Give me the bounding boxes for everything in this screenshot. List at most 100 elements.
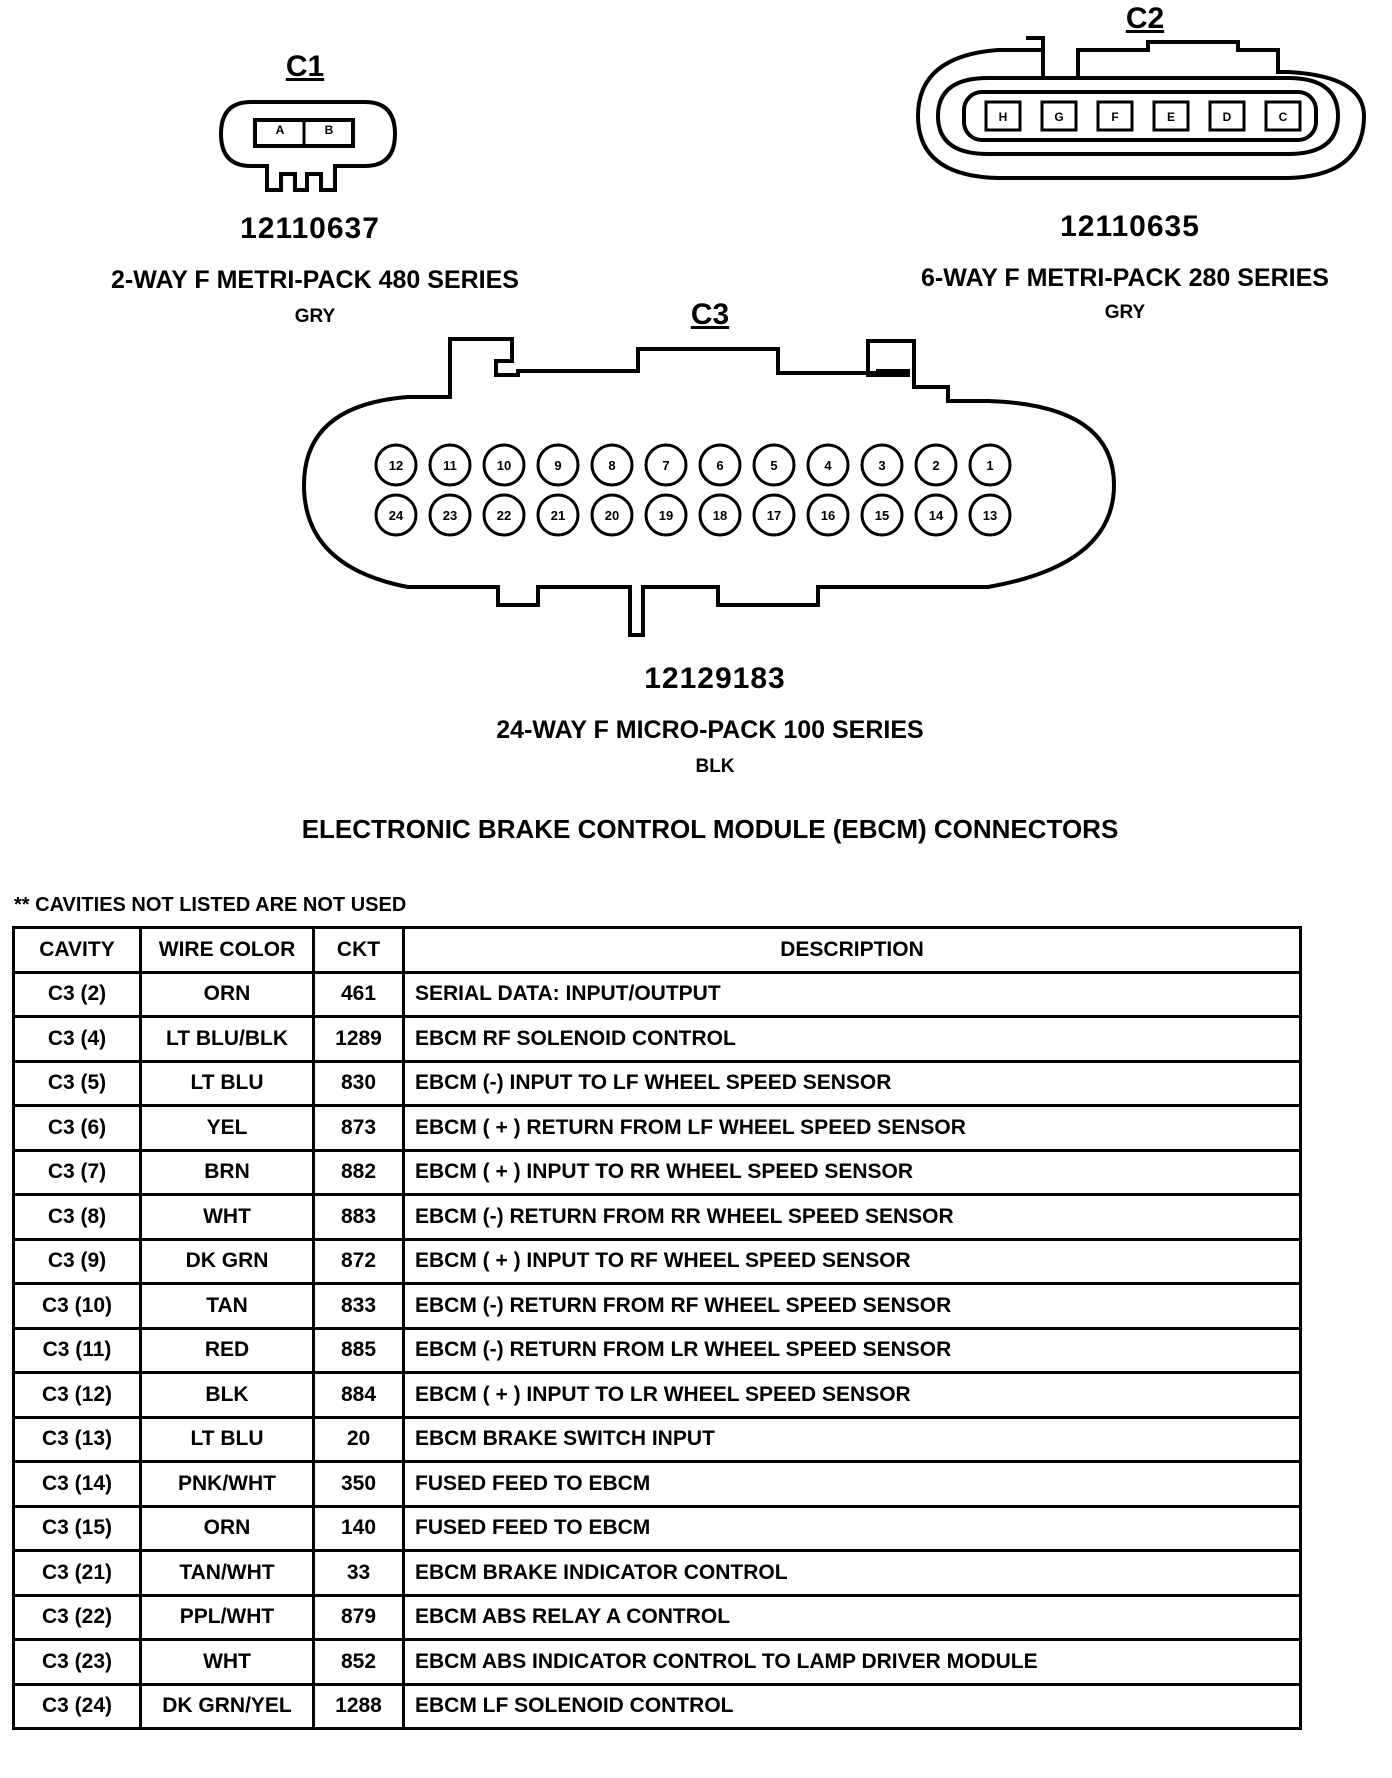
c1-pin-a: A	[275, 123, 285, 137]
c3-pin-cavity	[752, 493, 796, 537]
c3-pin-label: 14	[929, 508, 944, 523]
cell-ckt: 852	[312, 1638, 405, 1686]
c3-pin-cavity	[914, 493, 958, 537]
c1-connector-drawing	[218, 100, 398, 192]
c3-pin-cavity	[590, 443, 634, 487]
cell-cavity: C3 (22)	[12, 1593, 142, 1641]
c1-pin-b: B	[324, 123, 334, 137]
cell-description: EBCM ( + ) INPUT TO LR WHEEL SPEED SENSO…	[402, 1371, 1302, 1419]
cell-description: EBCM BRAKE SWITCH INPUT	[402, 1415, 1302, 1463]
c1-label: C1	[285, 50, 325, 83]
c3-pin-cavity	[428, 443, 472, 487]
cell-description: EBCM ( + ) INPUT TO RR WHEEL SPEED SENSO…	[402, 1148, 1302, 1196]
header-ckt: CKT	[312, 926, 405, 974]
c3-pin-label: 3	[878, 458, 885, 473]
cell-wire-color: RED	[139, 1326, 315, 1374]
c3-color: BLK	[695, 756, 735, 777]
c3-pin-label: 12	[389, 458, 403, 473]
cell-cavity: C3 (21)	[12, 1549, 142, 1597]
cell-description: EBCM (-) RETURN FROM RF WHEEL SPEED SENS…	[402, 1282, 1302, 1330]
cell-ckt: 1289	[312, 1015, 405, 1063]
c2-pin-label: D	[1223, 110, 1232, 124]
cell-ckt: 33	[312, 1549, 405, 1597]
cell-cavity: C3 (2)	[12, 970, 142, 1018]
c3-pin-cavity	[752, 443, 796, 487]
cell-description: EBCM ABS RELAY A CONTROL	[402, 1593, 1302, 1641]
c3-pin-label: 8	[608, 458, 615, 473]
c2-pin-cavity	[1040, 100, 1078, 132]
c3-pin-cavity	[644, 443, 688, 487]
cell-cavity: C3 (11)	[12, 1326, 142, 1374]
c3-pin-label: 24	[389, 508, 404, 523]
cell-cavity: C3 (8)	[12, 1193, 142, 1241]
c3-pin-label: 5	[770, 458, 777, 473]
cell-description: EBCM RF SOLENOID CONTROL	[402, 1015, 1302, 1063]
c3-pin-cavity	[860, 493, 904, 537]
cell-ckt: 830	[312, 1059, 405, 1107]
c3-pin-label: 1	[986, 458, 993, 473]
c2-pin-cavity	[984, 100, 1022, 132]
cell-cavity: C3 (10)	[12, 1282, 142, 1330]
header-wire-color: WIRE COLOR	[139, 926, 315, 974]
c3-pin-cavity	[536, 443, 580, 487]
c3-pin-cavity	[482, 443, 526, 487]
c3-pin-cavity	[590, 493, 634, 537]
c3-pin-label: 11	[443, 458, 457, 473]
header-description: DESCRIPTION	[402, 926, 1302, 974]
cell-ckt: 882	[312, 1148, 405, 1196]
c3-pin-label: 13	[983, 508, 997, 523]
c3-pin-label: 6	[716, 458, 723, 473]
cell-ckt: 461	[312, 970, 405, 1018]
cell-description: EBCM (-) RETURN FROM LR WHEEL SPEED SENS…	[402, 1326, 1302, 1374]
c3-pin-cavity	[482, 493, 526, 537]
c2-pin-cavity	[1264, 100, 1302, 132]
c3-pin-cavity	[806, 493, 850, 537]
cell-ckt: 1288	[312, 1682, 405, 1730]
c3-pin-cavity	[698, 493, 742, 537]
cell-description: EBCM LF SOLENOID CONTROL	[402, 1682, 1302, 1730]
cell-wire-color: LT BLU	[139, 1415, 315, 1463]
c3-type: 24-WAY F MICRO-PACK 100 SERIES	[496, 716, 924, 744]
c2-type: 6-WAY F METRI-PACK 280 SERIES	[921, 264, 1329, 292]
c3-pin-cavity	[428, 493, 472, 537]
cell-wire-color: TAN/WHT	[139, 1549, 315, 1597]
c3-pin-label: 18	[713, 508, 727, 523]
c3-pin-cavity	[968, 493, 1012, 537]
cell-cavity: C3 (24)	[12, 1682, 142, 1730]
cell-cavity: C3 (12)	[12, 1371, 142, 1419]
c2-pin-label: C	[1279, 110, 1288, 124]
cell-ckt: 833	[312, 1282, 405, 1330]
c3-pin-label: 9	[554, 458, 561, 473]
c1-part-number: 12110637	[240, 212, 380, 245]
c3-pin-label: 16	[821, 508, 835, 523]
cell-cavity: C3 (23)	[12, 1638, 142, 1686]
cell-cavity: C3 (9)	[12, 1237, 142, 1285]
c3-pin-label: 2	[932, 458, 939, 473]
cell-description: EBCM ABS INDICATOR CONTROL TO LAMP DRIVE…	[402, 1638, 1302, 1686]
c3-pin-label: 17	[767, 508, 781, 523]
c1-type: 2-WAY F METRI-PACK 480 SERIES	[111, 266, 519, 294]
cell-cavity: C3 (13)	[12, 1415, 142, 1463]
table-header-row: CAVITY WIRE COLOR CKT DESCRIPTION	[12, 926, 1302, 974]
cell-description: EBCM BRAKE INDICATOR CONTROL	[402, 1549, 1302, 1597]
cell-wire-color: LT BLU	[139, 1059, 315, 1107]
cell-ckt: 879	[312, 1593, 405, 1641]
c3-pin-label: 19	[659, 508, 673, 523]
c3-pin-label: 23	[443, 508, 457, 523]
c3-pin-cavity	[374, 493, 418, 537]
cell-ckt: 140	[312, 1504, 405, 1552]
cell-ckt: 872	[312, 1237, 405, 1285]
c3-pin-label: 21	[551, 508, 565, 523]
c3-pin-label: 4	[824, 458, 832, 473]
cell-cavity: C3 (4)	[12, 1015, 142, 1063]
